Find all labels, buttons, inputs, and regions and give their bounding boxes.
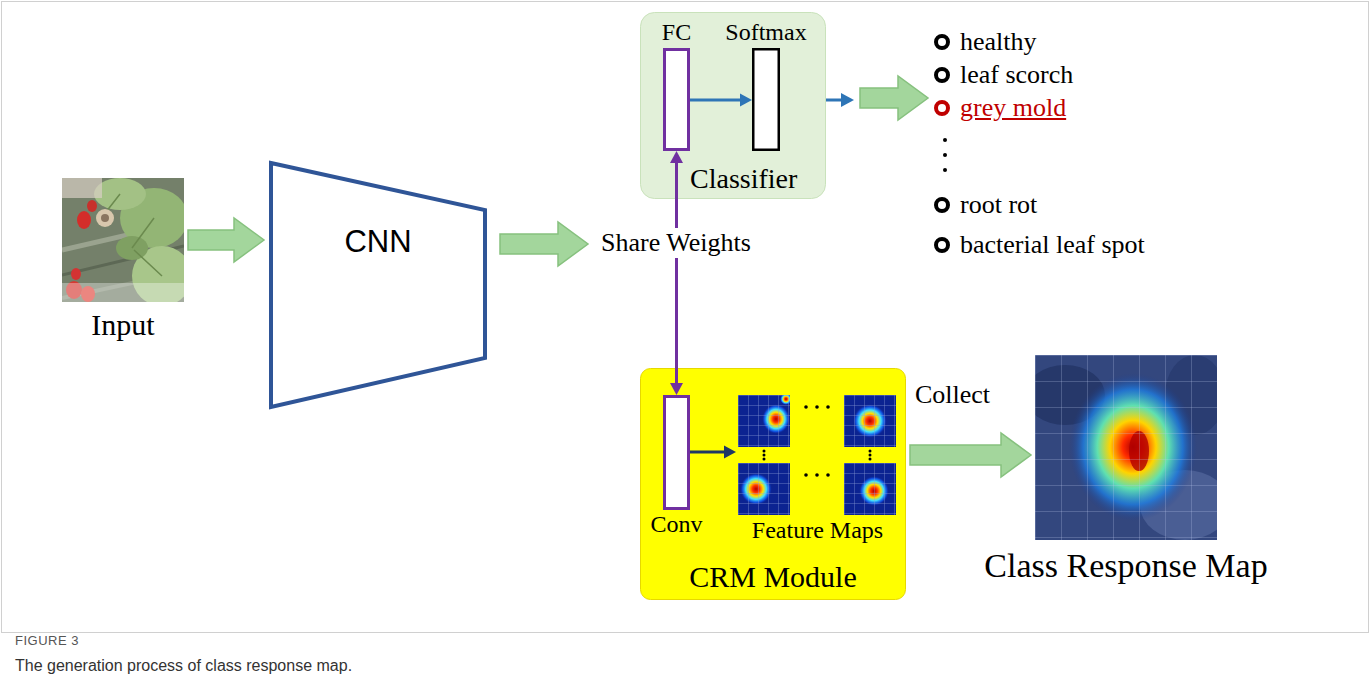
- strawberry-photo: [62, 178, 184, 302]
- conv-to-maps-arrow: [690, 446, 736, 459]
- crm-panel: CRM ModuleConv Feature M: [640, 368, 906, 600]
- cnn-trapezoid: [268, 160, 488, 410]
- bullet: [936, 36, 948, 48]
- feature-maps: Feature Maps: [736, 393, 899, 517]
- node-label: CRM Module: [689, 560, 857, 595]
- class-name: bacterial leaf spot: [960, 230, 1145, 260]
- ellipsis-dot: [943, 168, 947, 172]
- figure-caption: The generation process of class response…: [15, 657, 352, 675]
- fc-to-softmax-arrow: [690, 94, 752, 107]
- class-name: leaf scorch: [960, 60, 1073, 90]
- node-label: Classifier: [690, 163, 797, 195]
- bullet: [936, 239, 948, 251]
- edge-label: Collect: [912, 380, 993, 410]
- heatmap-image: [1035, 355, 1217, 540]
- conv-layer-shape: [665, 397, 689, 509]
- softmax-layer-shape: [753, 49, 779, 150]
- figure-border: [2, 2, 1369, 633]
- bullet: [936, 199, 948, 211]
- ellipsis-dot: [943, 153, 947, 157]
- cnn-block: CNN: [268, 160, 488, 410]
- bullet-selected: [936, 102, 948, 114]
- class-response-map: Class Response Map: [1035, 355, 1217, 540]
- node-label: Softmax: [725, 19, 806, 47]
- node-label: Class Response Map: [984, 546, 1267, 585]
- ellipsis-dot: [943, 138, 947, 142]
- fc-layer-shape: [665, 50, 689, 150]
- node-label: Feature Maps: [752, 517, 883, 545]
- node-label: FC: [662, 19, 691, 47]
- classifier-panel: ClassifierFCSoftmax: [640, 12, 826, 199]
- flow-arrow: [500, 222, 588, 266]
- edge-label: Share Weights: [598, 228, 754, 258]
- fc-layer: FC: [663, 48, 690, 151]
- node-label: CNN: [344, 224, 411, 260]
- feature-map-grid: [736, 393, 899, 517]
- class-name: healthy: [960, 27, 1037, 57]
- input-image: Input: [62, 178, 184, 302]
- softmax-layer: Softmax: [752, 48, 780, 151]
- figure-number: FIGURE 3: [15, 634, 79, 649]
- node-label: Conv: [650, 511, 702, 539]
- classifier-panel-shape: [641, 13, 826, 199]
- flow-arrow: [188, 218, 264, 262]
- class-name: root rot: [960, 190, 1037, 220]
- class-name-selected: grey mold: [960, 93, 1066, 123]
- collect-arrow: [910, 433, 1031, 477]
- result-arrow: [860, 76, 928, 120]
- bullet: [936, 69, 948, 81]
- output-arrow-head: [841, 93, 854, 107]
- node-label: Input: [91, 308, 154, 343]
- share-weights-link: [670, 151, 683, 395]
- crm-panel-shape: [641, 369, 906, 600]
- conv-layer: Conv: [663, 395, 690, 510]
